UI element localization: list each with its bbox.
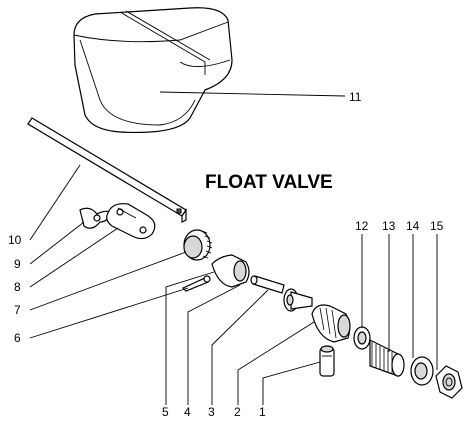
part-1-sleeve (319, 345, 335, 377)
part-15-hex-nut (435, 365, 463, 399)
callout-9: 9 (14, 257, 21, 271)
callout-1: 1 (259, 405, 266, 419)
callout-5: 5 (162, 405, 169, 419)
callout-10: 10 (8, 233, 22, 247)
part-7-ring-nut (183, 229, 213, 261)
callout-2: 2 (234, 405, 241, 419)
part-13-threaded-tube (369, 339, 405, 377)
part-2-valve-body (311, 304, 351, 343)
callout-8: 8 (14, 280, 21, 294)
callout-12: 12 (355, 219, 369, 233)
leader-8 (29, 227, 119, 288)
part-12-washer (353, 326, 371, 350)
part-6-split-pin (181, 275, 211, 292)
callout-14: 14 (406, 219, 420, 233)
leader-3 (211, 289, 269, 405)
leader-10 (29, 164, 81, 241)
leader-5 (165, 271, 215, 405)
callout-11: 11 (349, 90, 362, 104)
part-4-valve-stem (250, 275, 285, 294)
leader-2 (237, 321, 315, 405)
leader-lines (29, 91, 438, 405)
callout-labels: 11 10 9 8 7 6 5 4 3 2 1 12 13 14 15 (8, 90, 444, 419)
callout-4: 4 (184, 405, 191, 419)
callout-6: 6 (14, 331, 21, 345)
callout-15: 15 (430, 219, 444, 233)
callout-7: 7 (14, 303, 21, 317)
leader-1 (262, 361, 321, 405)
part-5-valve-cone (211, 254, 250, 288)
part-11-float (73, 7, 233, 134)
leader-9 (29, 221, 85, 265)
part-3-nozzle (283, 288, 313, 312)
callout-3: 3 (208, 405, 215, 419)
part-10-rod (27, 117, 187, 223)
leader-6 (29, 287, 189, 339)
callout-13: 13 (382, 219, 396, 233)
leader-11 (159, 91, 346, 97)
part-14-gasket (410, 356, 434, 386)
diagram-title: FLOAT VALVE (205, 172, 333, 193)
part-8-bracket (106, 203, 156, 240)
leader-4 (187, 284, 241, 405)
leader-7 (29, 251, 187, 311)
